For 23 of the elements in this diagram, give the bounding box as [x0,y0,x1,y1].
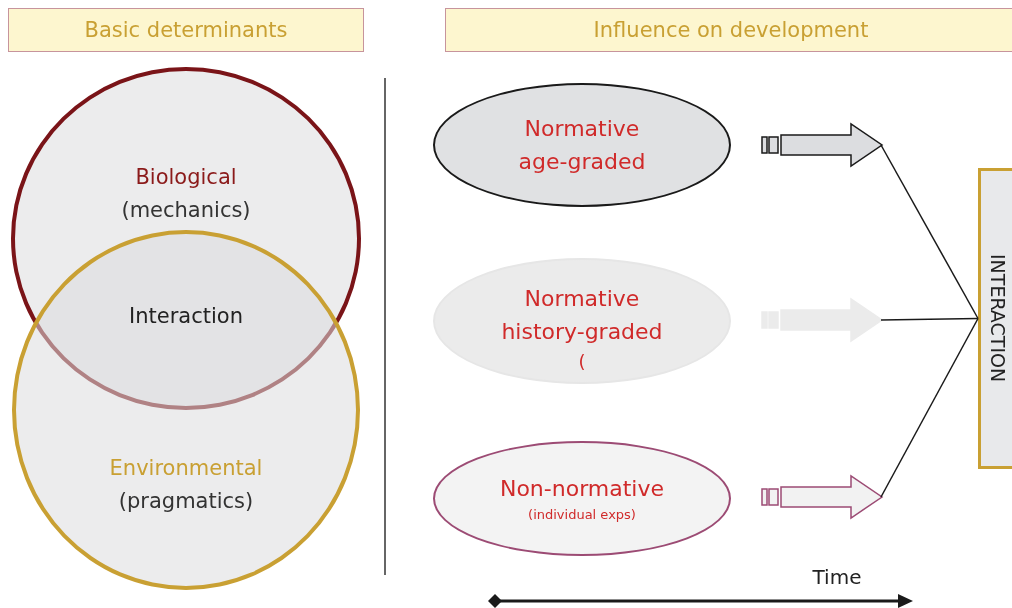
node-subtitle: (individual exps) [528,506,636,525]
node-title: Normative history-graded [500,284,664,346]
node-title: INTERACTION [987,254,1009,383]
connector-line [880,144,979,320]
block-arrow [760,122,884,168]
node-title: Basic determinants [84,18,288,42]
node-title: Non-normative [499,475,665,504]
axis-label: Time [811,565,863,589]
node-subtitle: ( [578,349,586,374]
connector-line [880,317,979,321]
node-title: Normative age-graded [517,115,647,176]
node-title: Influence on development [593,18,869,42]
connector-line [880,317,979,498]
node-subtitle: (pragmatics) [118,488,254,515]
node-title: Biological [135,163,237,191]
block-arrow [760,474,884,520]
node-subtitle: (mechanics) [121,196,251,224]
heading-box [8,8,364,52]
interaction-box [978,168,1012,469]
node-title: Environmental [109,455,263,483]
overlap-label: Interaction [128,304,244,328]
block-arrow [760,297,884,343]
heading-box [445,8,1012,52]
